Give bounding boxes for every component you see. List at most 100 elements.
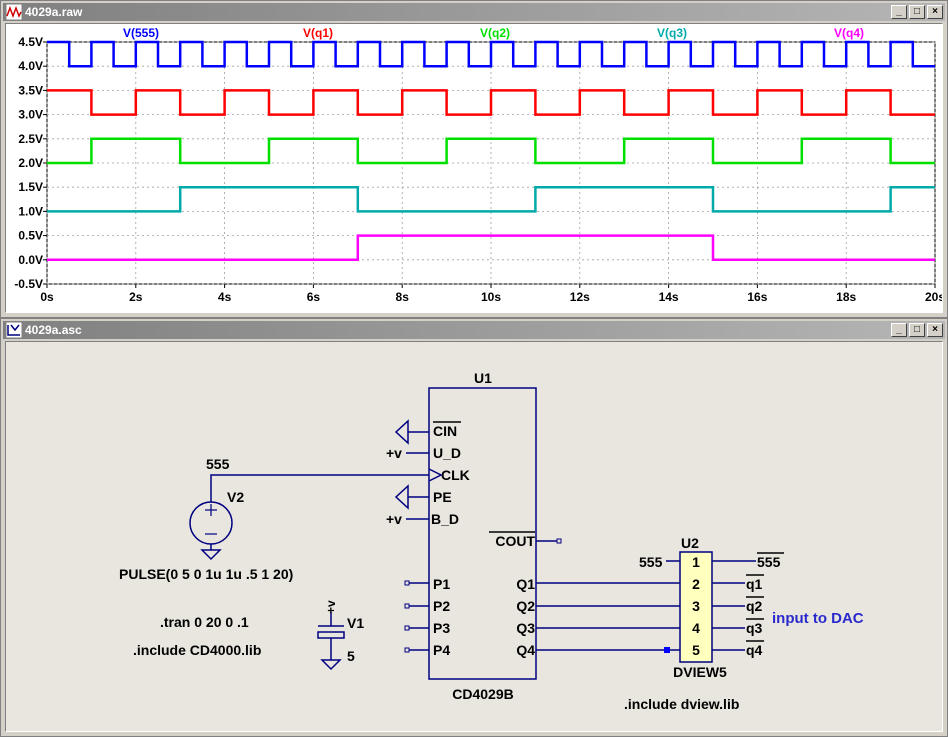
u2-pin-1: 1 bbox=[692, 554, 700, 570]
include-cd4000-directive[interactable]: .include CD4000.lib bbox=[133, 642, 261, 658]
schematic-window: 4029a.asc _□× U1 CD4029B CIN U_D CLK PE … bbox=[0, 318, 948, 737]
series-line-v555 bbox=[47, 40, 935, 68]
x-tick-label: 2s bbox=[129, 290, 143, 304]
waveform-titlebar[interactable]: 4029a.raw _□× bbox=[3, 3, 945, 21]
y-tick-label: 0.5V bbox=[18, 229, 43, 243]
u2-part: DVIEW5 bbox=[673, 664, 727, 680]
p1-pin[interactable] bbox=[404, 580, 410, 586]
u2-out-q2: q2 bbox=[746, 598, 763, 614]
u1-pin-clk: CLK bbox=[441, 467, 470, 483]
tran-directive[interactable]: .tran 0 20 0 .1 bbox=[160, 614, 249, 630]
series-line-vq3 bbox=[47, 185, 935, 213]
u1-pin-q2: Q2 bbox=[516, 598, 535, 614]
waveform-window-title: 4029a.raw bbox=[25, 5, 83, 19]
u2-out-q3: q3 bbox=[746, 620, 763, 636]
legend-label[interactable]: V(q2) bbox=[480, 26, 510, 40]
schematic-app-icon bbox=[6, 322, 22, 338]
y-tick-label: 4.0V bbox=[18, 59, 43, 73]
pe-ground-flag[interactable] bbox=[394, 484, 429, 510]
net-label-555: 555 bbox=[206, 456, 230, 472]
u1-part: CD4029B bbox=[452, 686, 513, 702]
minimize-button[interactable]: _ bbox=[891, 323, 907, 337]
x-tick-label: 20s bbox=[925, 290, 943, 304]
u1-pin-bd: B_D bbox=[431, 511, 459, 527]
u2-ref: U2 bbox=[681, 535, 699, 551]
waveform-app-icon bbox=[6, 4, 22, 20]
u2-input-net: 555 bbox=[639, 554, 663, 570]
close-button[interactable]: × bbox=[927, 5, 943, 19]
y-tick-label: -0.5V bbox=[14, 277, 43, 291]
y-tick-label: 2.0V bbox=[18, 156, 43, 170]
u1-pin-q1: Q1 bbox=[516, 576, 535, 592]
v1-plus-label: +v bbox=[324, 600, 338, 614]
u1-pin-p3: P3 bbox=[433, 620, 450, 636]
y-tick-label: 3.0V bbox=[18, 108, 43, 122]
p3-pin[interactable] bbox=[404, 625, 410, 631]
schematic-pane[interactable]: U1 CD4029B CIN U_D CLK PE B_D P1 P2 P3 P… bbox=[5, 341, 943, 732]
u1-pin-q4: Q4 bbox=[516, 642, 535, 658]
x-tick-label: 14s bbox=[659, 290, 679, 304]
x-tick-label: 16s bbox=[747, 290, 767, 304]
ud-supply-label: +v bbox=[386, 445, 402, 461]
u2-out-q1: q1 bbox=[746, 576, 763, 592]
v2-ref: V2 bbox=[227, 489, 244, 505]
p4-pin[interactable] bbox=[404, 647, 410, 653]
y-tick-label: 1.0V bbox=[18, 204, 43, 218]
u1-pin-p1: P1 bbox=[433, 576, 450, 592]
legend-label[interactable]: V(555) bbox=[123, 26, 159, 40]
series-line-vq1 bbox=[47, 89, 935, 116]
u1-pin-p4: P4 bbox=[433, 642, 450, 658]
x-tick-label: 10s bbox=[481, 290, 501, 304]
v1-value: 5 bbox=[347, 648, 355, 664]
cin-ground-flag[interactable] bbox=[394, 419, 429, 445]
schematic-canvas[interactable]: U1 CD4029B CIN U_D CLK PE B_D P1 P2 P3 P… bbox=[6, 342, 943, 732]
legend-label[interactable]: V(q3) bbox=[657, 26, 687, 40]
legend-label[interactable]: V(q4) bbox=[834, 26, 864, 40]
u2-pin-4: 4 bbox=[692, 620, 700, 636]
u1-pin-cin: CIN bbox=[433, 423, 457, 439]
u2-body[interactable] bbox=[679, 551, 713, 663]
include-dview-directive[interactable]: .include dview.lib bbox=[624, 696, 739, 712]
u1-pin-pe: PE bbox=[433, 489, 452, 505]
cout-pin[interactable] bbox=[556, 538, 562, 544]
u2-pin-3: 3 bbox=[692, 598, 700, 614]
clk-net-wire[interactable] bbox=[210, 474, 429, 502]
legend-label[interactable]: V(q1) bbox=[303, 26, 333, 40]
p2-pin[interactable] bbox=[404, 603, 410, 609]
v2-value: PULSE(0 5 0 1u 1u .5 1 20) bbox=[119, 566, 293, 582]
x-tick-label: 8s bbox=[396, 290, 410, 304]
x-tick-label: 4s bbox=[218, 290, 232, 304]
u1-ref: U1 bbox=[474, 370, 492, 386]
u1-pin-cout: COUT bbox=[495, 533, 535, 549]
y-tick-label: 4.5V bbox=[18, 35, 43, 49]
u1-pin-q3: Q3 bbox=[516, 620, 535, 636]
close-button[interactable]: × bbox=[927, 323, 943, 337]
v2-source[interactable] bbox=[189, 501, 233, 560]
u2-pin-5: 5 bbox=[692, 642, 700, 658]
schematic-window-title: 4029a.asc bbox=[25, 323, 82, 337]
v1-source[interactable] bbox=[317, 612, 345, 670]
schematic-titlebar[interactable]: 4029a.asc _□× bbox=[3, 321, 945, 339]
v1-ref: V1 bbox=[347, 615, 364, 631]
dac-comment[interactable]: input to DAC bbox=[772, 610, 864, 627]
q4-junction bbox=[664, 647, 670, 653]
y-tick-label: 1.5V bbox=[18, 180, 43, 194]
x-tick-label: 12s bbox=[570, 290, 590, 304]
x-tick-label: 0s bbox=[40, 290, 54, 304]
y-tick-label: 0.0V bbox=[18, 253, 43, 267]
u1-pin-p2: P2 bbox=[433, 598, 450, 614]
y-tick-label: 2.5V bbox=[18, 132, 43, 146]
minimize-button[interactable]: _ bbox=[891, 5, 907, 19]
x-tick-label: 18s bbox=[836, 290, 856, 304]
u1-body[interactable] bbox=[428, 387, 537, 680]
bd-supply-label: +v bbox=[386, 511, 402, 527]
maximize-button[interactable]: □ bbox=[909, 323, 925, 337]
y-tick-label: 3.5V bbox=[18, 83, 43, 97]
maximize-button[interactable]: □ bbox=[909, 5, 925, 19]
u1-pin-ud: U_D bbox=[433, 445, 461, 461]
clk-triangle bbox=[428, 468, 443, 482]
series-line-vq2 bbox=[47, 137, 935, 165]
